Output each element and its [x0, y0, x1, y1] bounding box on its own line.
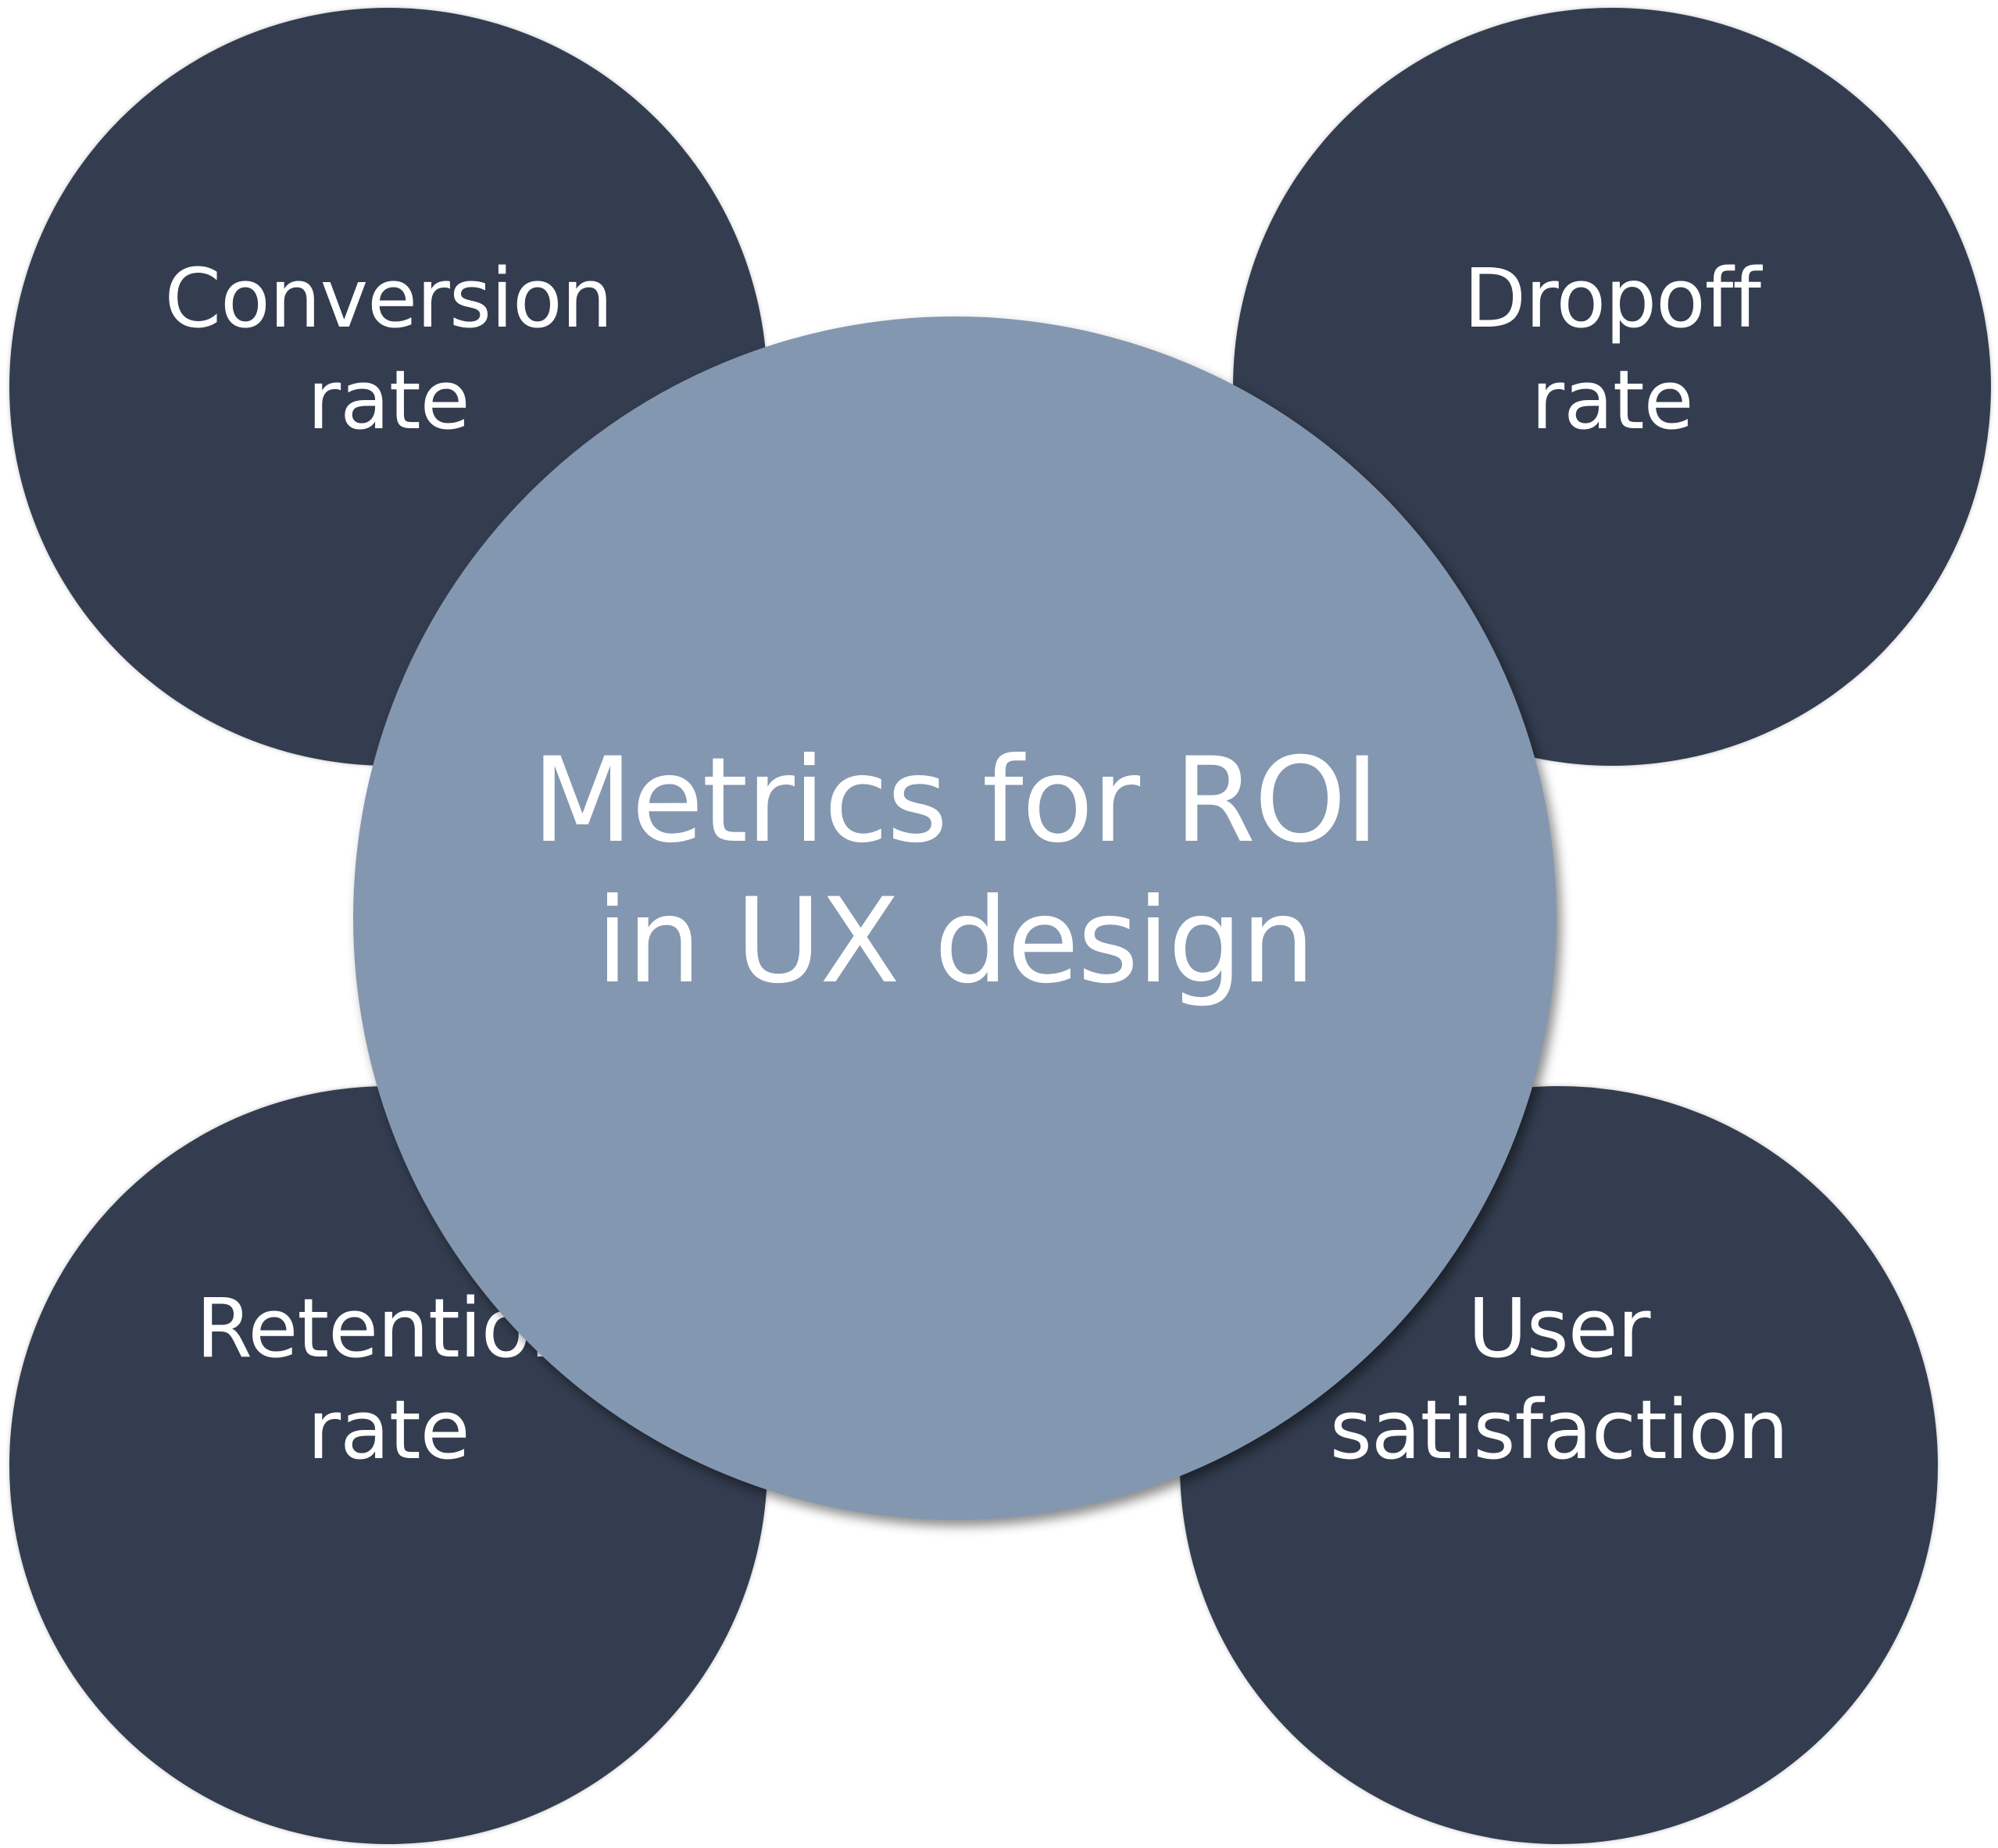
node-label-line2: satisfaction — [1329, 1382, 1789, 1478]
center-label-line2: in UX design — [595, 874, 1315, 1010]
node-label-line1: Dropoff — [1463, 251, 1761, 346]
center-node-metrics-roi: Metrics for ROI in UX design — [353, 316, 1557, 1520]
node-label-line2: rate — [1531, 352, 1693, 448]
node-label-line2: rate — [307, 1382, 470, 1478]
node-label-line1: User — [1467, 1281, 1650, 1376]
node-label: Conversion rate — [164, 248, 613, 451]
node-label: Dropoff rate — [1463, 248, 1761, 451]
center-label-line1: Metrics for ROI — [531, 733, 1380, 869]
node-label-line1: Conversion — [164, 251, 613, 346]
node-label: User satisfaction — [1330, 1278, 1789, 1481]
node-label-line2: rate — [307, 352, 470, 448]
center-label: Metrics for ROI in UX design — [531, 731, 1380, 1012]
node-conversion-rate: Conversion rate — [9, 8, 767, 766]
